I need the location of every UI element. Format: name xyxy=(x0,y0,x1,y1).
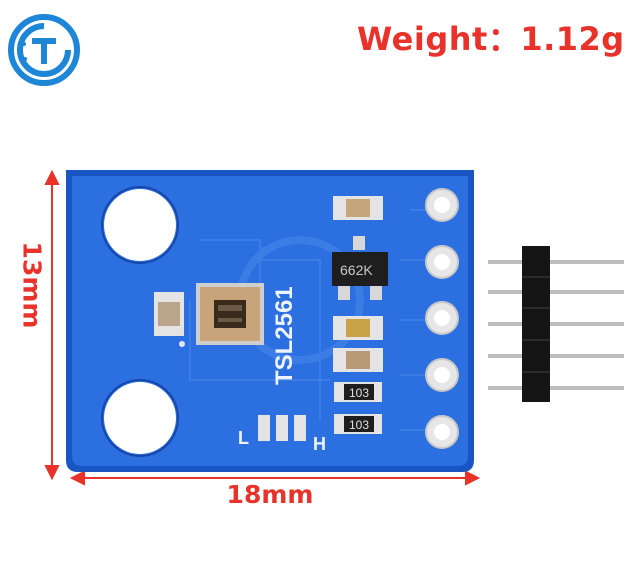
height-dimension-label: 13mm xyxy=(0,242,64,329)
chip-label: TSL2561 xyxy=(271,286,298,385)
pad-label-high: H xyxy=(313,434,326,454)
width-dimension-line xyxy=(69,470,481,486)
pin-header xyxy=(488,246,624,402)
header-pads xyxy=(425,188,459,449)
capacitor xyxy=(333,316,383,340)
capacitor xyxy=(154,292,184,336)
weight-label: Weight：1.12g xyxy=(357,20,625,58)
height-label: 13mm xyxy=(17,241,47,329)
resistor xyxy=(334,382,382,402)
transistor xyxy=(332,236,388,300)
resistor xyxy=(334,414,382,434)
sensor-board: TSL2561 662K 103 103 L H xyxy=(66,170,474,472)
capacitor xyxy=(333,196,383,220)
resistor-code: 103 xyxy=(349,418,369,432)
width-label: 18mm xyxy=(226,480,314,509)
transistor-code: 662K xyxy=(340,262,373,278)
height-dimension-line xyxy=(44,169,60,481)
light-sensor-chip xyxy=(196,283,264,345)
brand-logo-icon xyxy=(8,14,80,86)
resistor-code: 103 xyxy=(349,386,369,400)
capacitor xyxy=(333,348,383,372)
address-pads xyxy=(258,415,306,441)
pad-label-low: L xyxy=(238,428,249,448)
